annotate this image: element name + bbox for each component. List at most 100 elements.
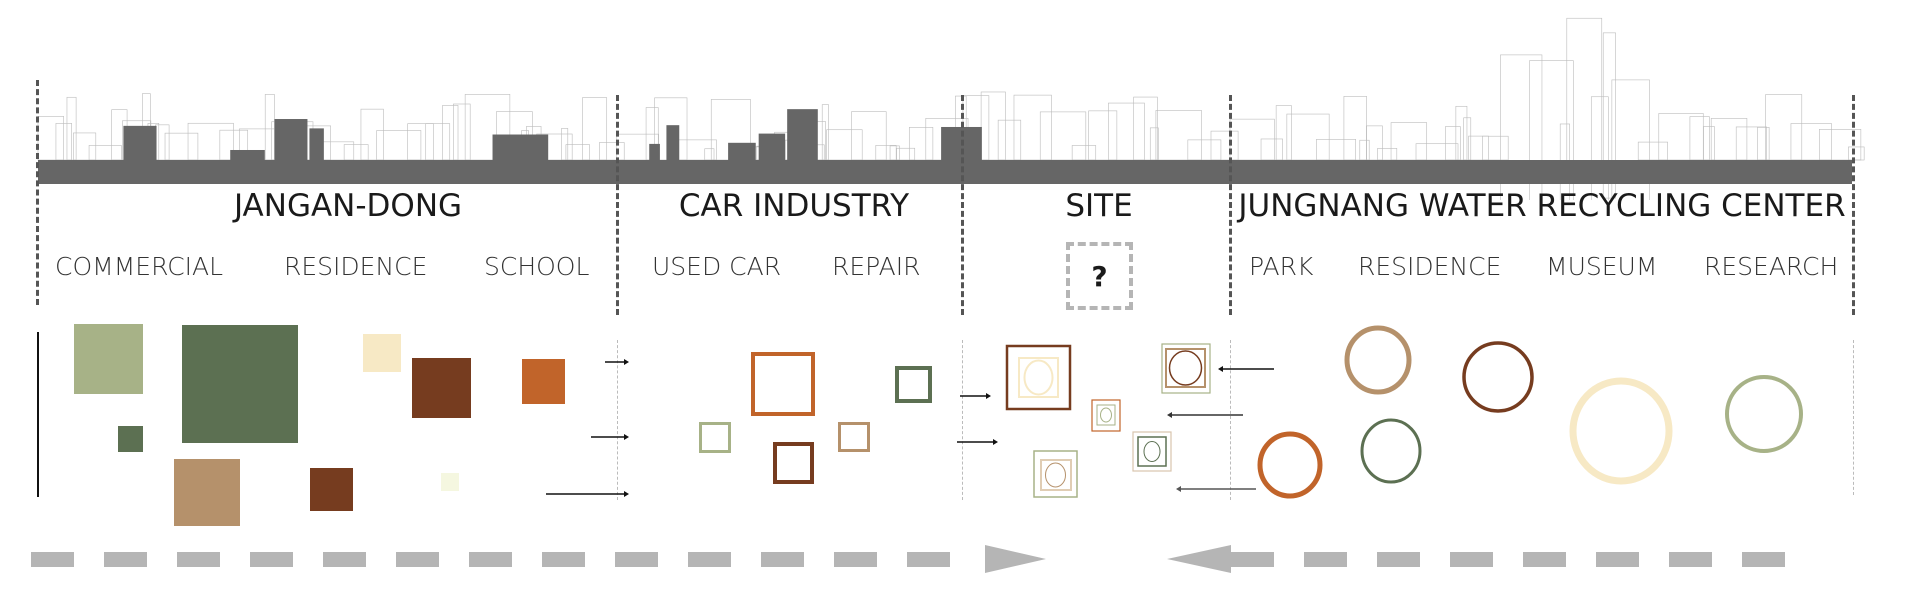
flow-dash (615, 552, 658, 567)
site-item-small (1091, 399, 1121, 432)
flow-dash (1377, 552, 1420, 567)
label-repair: REPAIR (832, 252, 921, 281)
faint-divider (962, 340, 963, 500)
residence-block-cream (363, 334, 401, 372)
question-mark: ? (1091, 259, 1108, 293)
residence-block-brown (412, 358, 471, 418)
residence-circle-brown (1462, 341, 1534, 413)
flow-dash (323, 552, 366, 567)
divider-site-jungnang (1229, 95, 1232, 315)
site-item-mid (1132, 431, 1172, 472)
site-question-box: ? (1066, 242, 1133, 310)
section-title-jungnang: JUNGNANG WATER RECYCLING CENTER (1238, 188, 1846, 224)
skyline-outline (1848, 146, 1865, 161)
flow-dash (177, 552, 220, 567)
divider-car-site (961, 95, 964, 315)
flow-dash (1596, 552, 1639, 567)
flow-dash (469, 552, 512, 567)
residence-circle-green (1360, 418, 1422, 484)
flow-dash (1523, 552, 1566, 567)
skyline-outline (1529, 60, 1574, 200)
faint-divider (617, 340, 618, 500)
skyline-building (649, 143, 660, 161)
label-used-car: USED CAR (652, 252, 782, 281)
skyline-building (492, 134, 549, 161)
commercial-block (74, 324, 143, 394)
skyline-outline (1559, 123, 1570, 200)
skyline-outline (1602, 32, 1616, 199)
flow-dash (688, 552, 731, 567)
flow-arrowhead (985, 545, 1046, 573)
skyline-section (37, 17, 1865, 200)
arrow-right (546, 491, 629, 497)
residence-block-brown-small (310, 468, 353, 511)
flow-dash (396, 552, 439, 567)
research-circle-green (1725, 375, 1803, 453)
label-research: RESEARCH (1704, 252, 1839, 281)
flow-dash (1304, 552, 1347, 567)
site-item-large (1005, 344, 1072, 411)
label-commercial: COMMERCIAL (55, 252, 224, 281)
arrow-left (1167, 412, 1243, 418)
divider-right (1852, 95, 1855, 315)
school-block (522, 359, 565, 404)
skyline-building (123, 125, 157, 161)
flow-dash (250, 552, 293, 567)
flow-dash (31, 552, 74, 567)
faint-divider (1853, 340, 1854, 495)
commercial-block-small (118, 426, 143, 452)
divider-jangan-car (616, 95, 619, 315)
skyline-outline (1500, 54, 1543, 200)
flow-dash (761, 552, 804, 567)
skyline-ground (38, 160, 1852, 184)
arrow-right (960, 393, 991, 399)
museum-circle-cream (1569, 377, 1673, 485)
residence-block-tan (174, 459, 240, 526)
arrow-right (957, 439, 998, 445)
skyline-building (230, 149, 265, 161)
flow-arrow-left (1167, 545, 1785, 573)
arrow-right (605, 359, 629, 365)
residence-block-pale (441, 473, 459, 491)
flow-dash (834, 552, 877, 567)
site-item-bottom (1033, 450, 1078, 498)
arrow-left (1176, 486, 1256, 492)
residence-circle-tan (1344, 325, 1412, 395)
flow-dash (1669, 552, 1712, 567)
label-park: PARK (1249, 252, 1314, 281)
repair-outline-dark-green (895, 366, 932, 403)
flow-dash (1231, 552, 1274, 567)
flow-dash (907, 552, 950, 567)
faint-divider (1230, 340, 1231, 500)
flow-arrowhead (1167, 545, 1231, 573)
label-museum: MUSEUM (1546, 252, 1658, 281)
section-title-car-industry: CAR INDUSTRY (678, 188, 910, 224)
skyline-building (728, 142, 756, 161)
used-car-outline-green (699, 422, 731, 453)
flow-dash (542, 552, 585, 567)
skyline-building (666, 125, 680, 161)
park-circle-orange (1257, 431, 1323, 499)
site-item-top-right (1161, 343, 1211, 394)
flow-dash (104, 552, 147, 567)
skyline-building (787, 109, 818, 161)
used-car-outline-orange (751, 352, 815, 416)
repair-outline-tan (838, 422, 870, 452)
section-title-jangan-dong: JANGAN-DONG (233, 188, 463, 224)
label-residence: RESIDENCE (284, 252, 428, 281)
flow-dash (1450, 552, 1493, 567)
label-school: SCHOOL (484, 252, 590, 281)
residence-block-large (182, 325, 298, 443)
flow-dash (1742, 552, 1785, 567)
left-axis-line (37, 332, 39, 497)
label-residence-2: RESIDENCE (1358, 252, 1502, 281)
arrow-left (1218, 366, 1274, 372)
used-car-outline-brown (773, 442, 814, 484)
arrow-right (591, 434, 629, 440)
divider-left (36, 80, 39, 305)
skyline-building (758, 133, 786, 161)
skyline-outline (1611, 79, 1650, 200)
flow-arrow-right (31, 545, 1046, 573)
